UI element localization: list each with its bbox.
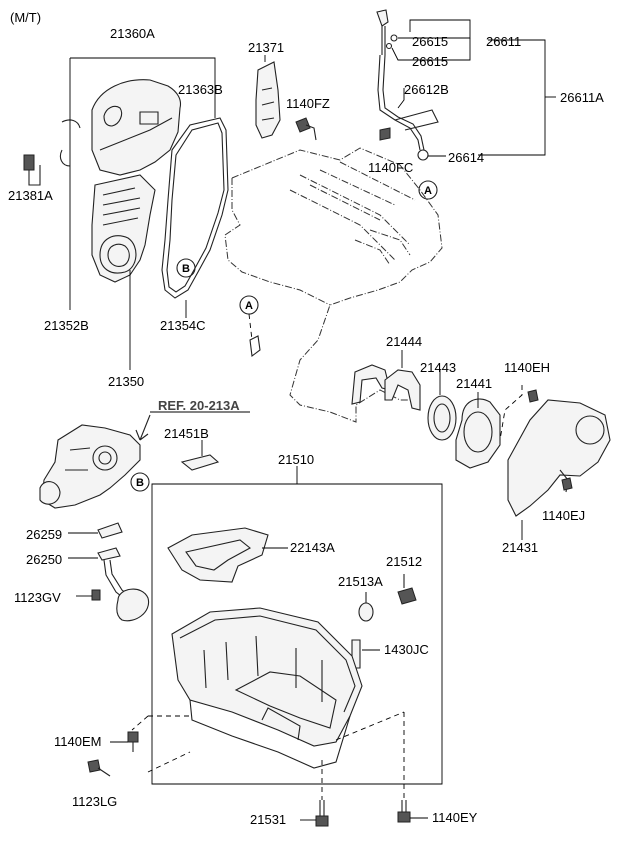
label-26615-b: 26615 xyxy=(412,54,448,69)
label-21354C: 21354C xyxy=(160,318,206,333)
leader-1140EH xyxy=(499,385,523,441)
label-22143A: 22143A xyxy=(290,540,335,555)
label-21512: 21512 xyxy=(386,554,422,569)
label-21441: 21441 xyxy=(456,376,492,391)
bolt-1123lg xyxy=(87,759,111,777)
rear-plate-21431 xyxy=(507,399,611,517)
timing-cover-upper xyxy=(91,79,182,176)
dash-bolt-1123lg xyxy=(147,751,191,773)
part-labels: 21360A 21371 21363B 1140FZ 21381A 21352B… xyxy=(8,26,604,827)
label-1140EM: 1140EM xyxy=(54,734,101,749)
label-26614: 26614 xyxy=(448,150,484,165)
label-21363B: 21363B xyxy=(178,82,223,97)
dowel-1430jc xyxy=(351,639,380,669)
label-1140EH: 1140EH xyxy=(504,360,550,375)
label-21350: 21350 xyxy=(108,374,144,389)
label-1140EY: 1140EY xyxy=(432,810,478,825)
label-1140EJ: 1140EJ xyxy=(542,508,585,523)
svg-text:B: B xyxy=(136,477,144,489)
label-26250: 26250 xyxy=(26,552,62,567)
oil-pan xyxy=(171,607,363,769)
label-21510: 21510 xyxy=(278,452,314,467)
timing-cover-lower xyxy=(91,174,156,283)
label-26612B: 26612B xyxy=(404,82,449,97)
label-ref: REF. 20-213A xyxy=(158,398,240,413)
label-21444: 21444 xyxy=(386,334,422,349)
dipstick-assembly xyxy=(376,9,439,161)
label-1140FC: 1140FC xyxy=(368,160,413,175)
label-21513A: 21513A xyxy=(338,574,383,589)
label-1123LG: 1123LG xyxy=(72,794,117,809)
engine-block-outline xyxy=(224,147,443,423)
label-21431: 21431 xyxy=(502,540,538,555)
dash-bolt-1140em xyxy=(131,715,149,731)
leader-21360A xyxy=(70,57,216,118)
leader-26615b xyxy=(391,38,471,61)
label-21531: 21531 xyxy=(250,812,286,827)
oil-pump xyxy=(39,424,141,509)
callout-b-gasket: B xyxy=(176,258,196,278)
leader-26611 xyxy=(478,39,546,156)
label-26611: 26611 xyxy=(486,34,521,49)
label-1123GV: 1123GV xyxy=(14,590,61,605)
bracket-21371 xyxy=(255,61,317,141)
label-21371: 21371 xyxy=(248,40,284,55)
seal-clip-21381a xyxy=(23,119,81,186)
baffle-21451b xyxy=(180,454,220,471)
bolt-21531 xyxy=(315,800,329,827)
drain-plug-21512 xyxy=(397,574,417,605)
label-1140FZ: 1140FZ xyxy=(286,96,330,111)
label-21381A: 21381A xyxy=(8,188,53,203)
dash-bolt-1140ey xyxy=(335,711,405,800)
label-26259: 26259 xyxy=(26,527,62,542)
callout-a-engine: A xyxy=(239,295,261,358)
leader-26612B xyxy=(397,88,405,109)
label-21352B: 21352B xyxy=(44,318,89,333)
label-1430JC: 1430JC xyxy=(384,642,429,657)
label-21451B: 21451B xyxy=(164,426,209,441)
bolt-1140em xyxy=(127,731,139,752)
drain-gasket-21513a xyxy=(358,592,374,622)
ref-arrow xyxy=(135,414,151,441)
label-21360A: 21360A xyxy=(110,26,155,41)
gasket-21363b xyxy=(161,117,229,299)
callout-b-pump: B xyxy=(130,472,150,492)
leader-26615 xyxy=(398,19,471,39)
svg-text:A: A xyxy=(424,185,432,197)
svg-text:B: B xyxy=(182,263,190,275)
rear-seal-parts xyxy=(351,364,539,469)
oil-pan-group-box xyxy=(151,483,443,785)
label-21443: 21443 xyxy=(420,360,456,375)
callout-a-top: A xyxy=(418,180,438,200)
label-26611A: 26611A xyxy=(560,90,604,105)
strainer-parts xyxy=(91,522,150,622)
bolt-1140ey xyxy=(397,800,411,823)
svg-text:A: A xyxy=(245,300,253,312)
label-26615-a: 26615 xyxy=(412,34,448,49)
baffle-gasket-22143a xyxy=(167,527,269,583)
variant-label: (M/T) xyxy=(10,10,41,25)
